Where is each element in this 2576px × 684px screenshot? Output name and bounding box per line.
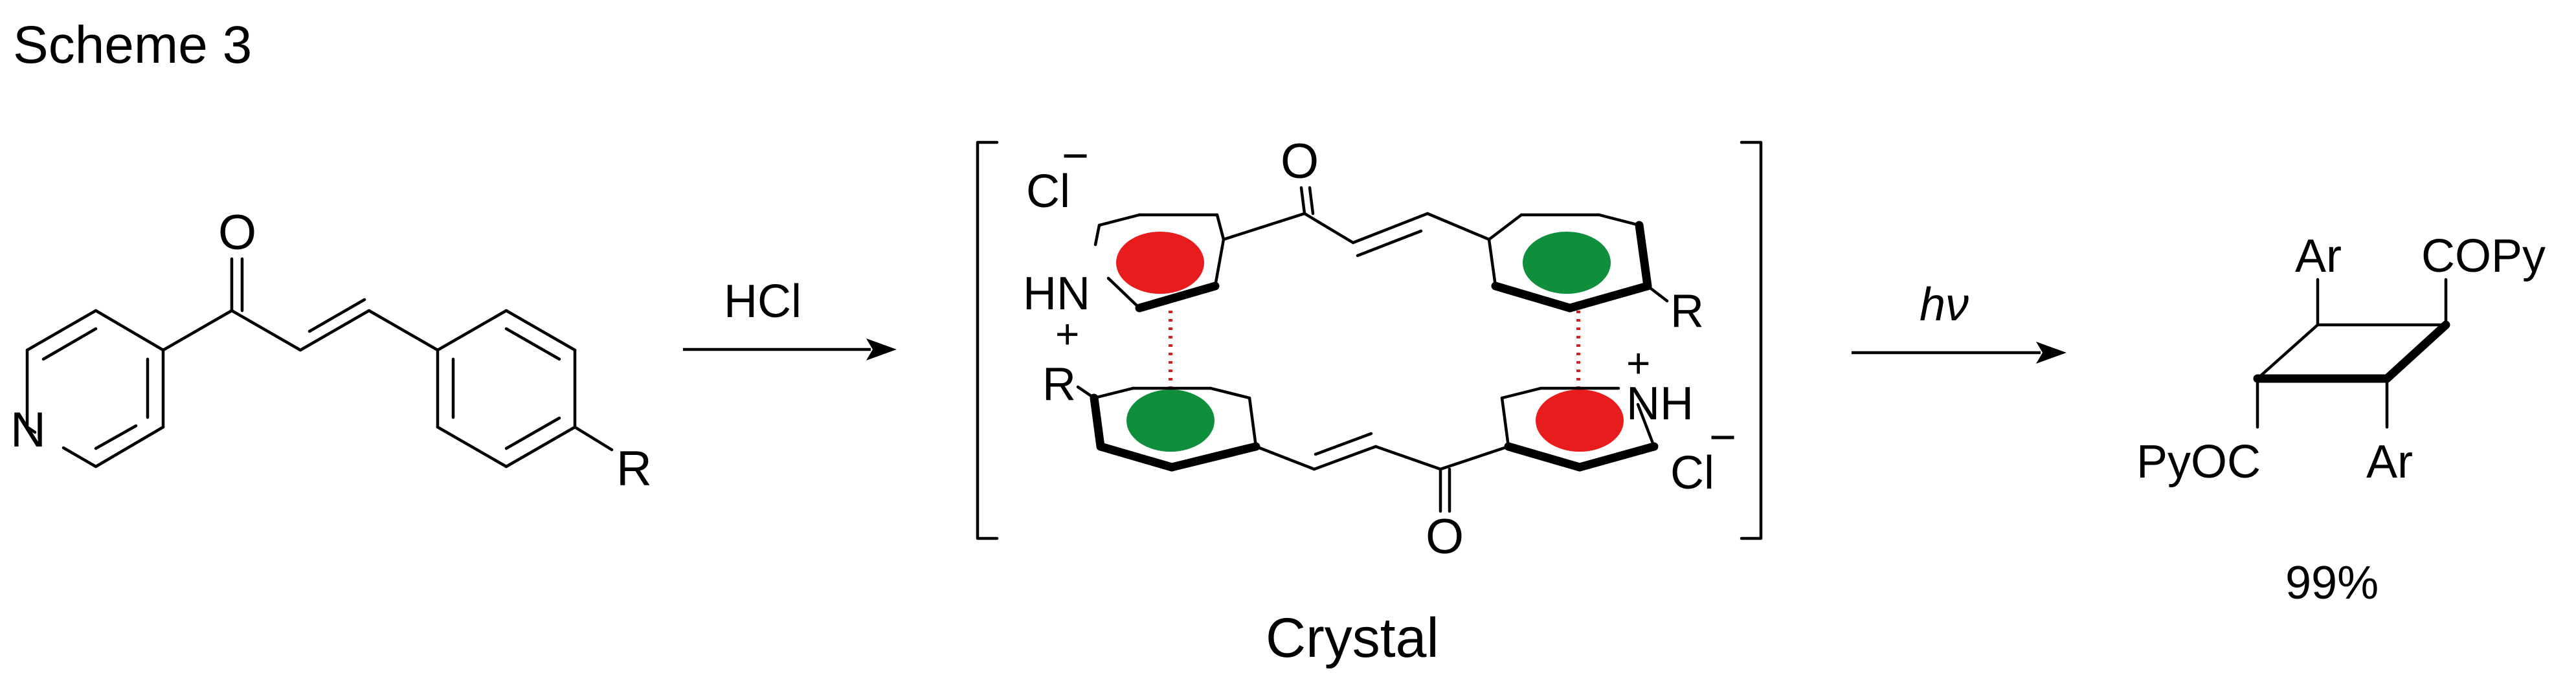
reactant-structure: N O R: [10, 205, 652, 496]
reactant-nitrogen-label: N: [10, 403, 46, 458]
top-right-aryl-ring: [1487, 213, 1652, 313]
reactant-r-label: R: [616, 441, 652, 496]
left-nh-plus: +: [1055, 311, 1079, 357]
reactant-oxygen-label: O: [218, 205, 256, 260]
bottom-right-cl-label: Cl: [1670, 447, 1714, 499]
yield-label: 99%: [2285, 557, 2379, 609]
top-left-pyridinium-ring: [1093, 213, 1226, 313]
top-left-cl-charge: −: [1062, 130, 1089, 182]
bottom-oxygen-label: O: [1426, 509, 1464, 564]
right-nh-label: NH: [1626, 378, 1694, 430]
bottom-left-aryl-ring: [1090, 386, 1260, 472]
left-nh-label: HN: [1023, 268, 1090, 320]
product-ar-top-label: Ar: [2295, 230, 2342, 282]
bottom-left-green-highlight: [1126, 390, 1215, 452]
right-nh-plus: +: [1626, 340, 1650, 386]
crystal-caption: Crystal: [1266, 607, 1439, 669]
reaction-arrow-2: [1852, 342, 2066, 364]
reagent-hcl-label: HCl: [724, 276, 801, 327]
bottom-right-cl-charge: −: [1709, 412, 1736, 463]
reactant-phenyl-ring: [436, 309, 577, 469]
top-left-red-highlight: [1116, 232, 1204, 294]
bottom-left-r-label: R: [1042, 359, 1076, 410]
reaction-arrow-1: [683, 338, 897, 360]
reactant-pyridine-ring: [25, 309, 165, 469]
top-right-green-highlight: [1523, 232, 1611, 294]
right-bracket: [1740, 140, 1763, 540]
top-left-cl-label: Cl: [1026, 166, 1070, 217]
product-structure: [2253, 278, 2450, 429]
left-bracket: [976, 140, 999, 540]
scheme-title: Scheme 3: [13, 16, 252, 74]
bottom-right-red-highlight: [1536, 390, 1624, 452]
top-right-r-label: R: [1670, 285, 1704, 337]
bottom-right-pyridinium-ring: [1500, 386, 1659, 472]
crystal-complex: Cl − HN + O R: [976, 130, 1763, 564]
reagent-hv-label: hν: [1920, 279, 1969, 331]
product-ar-bottom-label: Ar: [2366, 436, 2413, 488]
top-oxygen-label: O: [1281, 134, 1319, 189]
product-pyoc-label: PyOC: [2136, 436, 2261, 488]
product-copy-label: COPy: [2421, 230, 2546, 282]
